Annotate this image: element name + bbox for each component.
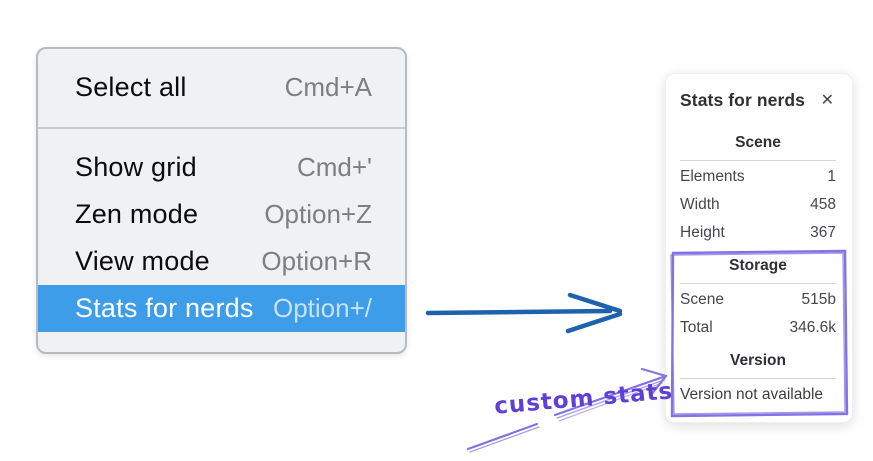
menu-divider — [38, 127, 405, 129]
stat-row-width: Width 458 — [680, 191, 836, 219]
menu-item-label: Select all — [75, 72, 187, 102]
stat-value: 1 — [827, 168, 836, 185]
stats-panel-title: Stats for nerds — [680, 89, 805, 110]
close-icon[interactable]: ✕ — [820, 90, 834, 109]
menu-item-select-all[interactable]: Select all Cmd+A — [38, 64, 405, 111]
stat-value: 346.6k — [789, 319, 836, 336]
stat-value: 367 — [810, 224, 836, 241]
menu-item-zen-mode[interactable]: Zen mode Option+Z — [38, 191, 405, 238]
flow-arrow-icon — [425, 292, 623, 334]
stat-label: Elements — [680, 168, 745, 185]
menu-item-stats-for-nerds[interactable]: Stats for nerds Option+/ — [38, 285, 405, 332]
stat-value: 515b — [801, 291, 836, 308]
context-menu: Select all Cmd+A Show grid Cmd+' Zen mod… — [36, 47, 407, 354]
menu-item-show-grid[interactable]: Show grid Cmd+' — [38, 144, 405, 191]
section-header-storage: Storage — [729, 257, 787, 274]
menu-item-label: Show grid — [75, 152, 197, 182]
stat-row-scene-storage: Scene 515b — [680, 286, 836, 314]
stat-label: Height — [680, 224, 725, 241]
menu-section-top: Select all Cmd+A — [38, 49, 405, 127]
stat-row-total-storage: Total 346.6k — [680, 314, 836, 342]
stats-panel: Stats for nerds ✕ Scene Elements 1 Width… — [665, 73, 853, 423]
version-note: Version not available — [680, 386, 824, 403]
section-divider — [680, 283, 836, 284]
menu-section-bottom: Show grid Cmd+' Zen mode Option+Z View m… — [38, 129, 405, 352]
stat-label: Total — [680, 319, 713, 336]
section-header-scene: Scene — [735, 134, 781, 151]
annotation-custom-stats-label: custom stats — [493, 378, 675, 420]
menu-item-shortcut: Option+Z — [264, 199, 372, 229]
menu-item-shortcut: Option+R — [261, 246, 372, 276]
stat-label: Width — [680, 196, 720, 213]
section-divider — [680, 160, 836, 161]
menu-item-shortcut: Cmd+A — [284, 72, 372, 102]
stat-value: 458 — [810, 196, 836, 213]
menu-item-shortcut: Cmd+' — [296, 152, 372, 182]
menu-item-label: View mode — [75, 246, 210, 276]
stats-panel-header: Stats for nerds ✕ — [680, 86, 836, 114]
stat-label: Scene — [680, 291, 724, 308]
section-header-version: Version — [730, 352, 786, 369]
stat-row-elements: Elements 1 — [680, 163, 836, 191]
menu-item-shortcut: Option+/ — [272, 293, 372, 323]
menu-item-label: Zen mode — [75, 199, 199, 229]
menu-item-view-mode[interactable]: View mode Option+R — [38, 238, 405, 285]
stat-row-height: Height 367 — [680, 219, 836, 247]
section-divider — [680, 378, 836, 379]
menu-item-label: Stats for nerds — [75, 293, 254, 323]
